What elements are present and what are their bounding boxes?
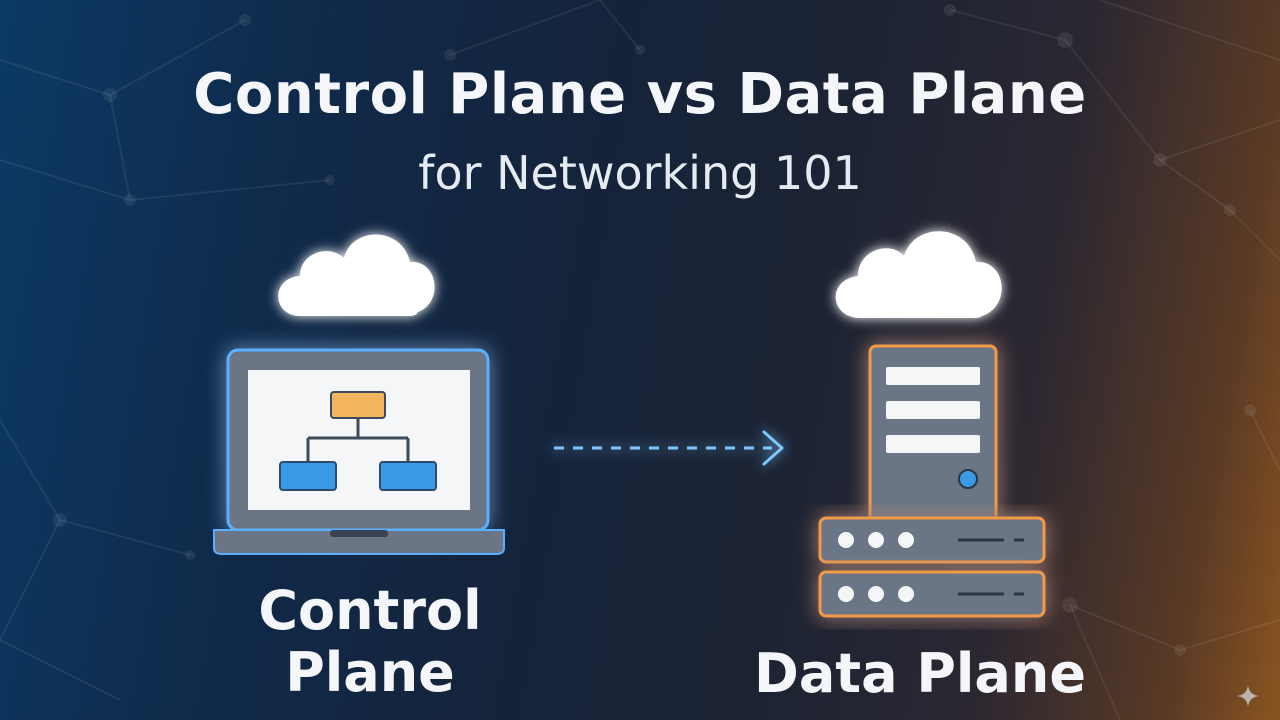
data-plane-label: Data Plane xyxy=(754,642,1086,705)
hierarchy-diagram-icon xyxy=(279,391,437,491)
dashed-arrow-connector xyxy=(554,430,784,466)
sparkle-icon xyxy=(1237,685,1259,707)
control-plane-label-line1: Control xyxy=(258,579,482,642)
server-tower-icon xyxy=(868,344,998,524)
rack-unit-bottom xyxy=(818,570,1046,618)
control-plane-label: Control Plane xyxy=(200,580,540,704)
rack-unit-top xyxy=(818,516,1046,564)
control-plane-label-line2: Plane xyxy=(285,641,455,704)
right-cloud-icon xyxy=(835,231,1002,318)
left-cloud-icon xyxy=(278,234,435,316)
laptop-icon xyxy=(213,348,505,555)
slide-subtitle: for Networking 101 xyxy=(418,146,862,200)
slide-title: Control Plane vs Data Plane xyxy=(193,62,1087,127)
server-rack-icon xyxy=(818,516,1046,618)
